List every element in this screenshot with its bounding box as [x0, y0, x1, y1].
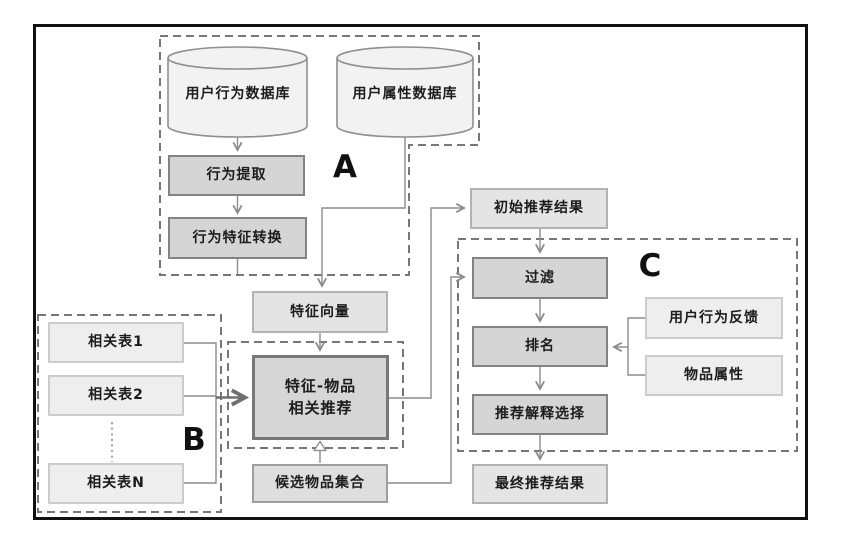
edge-feedback-bracket [627, 317, 645, 376]
node-related-table-2: 相关表2 [48, 375, 184, 416]
node-related-table-1: 相关表1 [48, 322, 184, 363]
edge-relatedtables-bus [184, 342, 217, 484]
edge-featureitem-initial [389, 203, 466, 399]
dashed-region-c [457, 238, 798, 452]
node-candidate-item-set: 候选物品集合 [252, 464, 388, 503]
edge-attributedb-featurevector [317, 137, 406, 288]
section-label-c: C [638, 248, 662, 284]
edge-candidate-filter [388, 272, 466, 484]
node-user-behavior-feedback: 用户行为反馈 [645, 297, 783, 339]
db-user-attribute-label: 用户属性数据库 [352, 85, 458, 102]
cylinder-user-behavior-db [167, 46, 308, 138]
node-related-table-n: 相关表N [48, 463, 184, 504]
dashed-region-a [159, 35, 480, 276]
cylinder-user-attribute-db [336, 46, 474, 138]
node-ranking: 排名 [472, 326, 608, 367]
node-final-recommendation-results: 最终推荐结果 [472, 464, 608, 504]
node-behavior-extraction: 行为提取 [168, 155, 305, 196]
dashed-region-b [37, 314, 222, 513]
dashed-region-feature-item [227, 341, 404, 449]
node-filter: 过滤 [472, 257, 608, 299]
figure-border [33, 24, 808, 520]
node-feature-vector: 特征向量 [252, 291, 388, 333]
section-label-b: B [182, 422, 206, 458]
db-user-behavior-label: 用户行为数据库 [185, 85, 291, 102]
node-behavior-feature-conversion: 行为特征转换 [168, 217, 307, 259]
hollow-arrowhead-up [313, 440, 327, 452]
section-label-a: A [333, 149, 357, 185]
node-item-attributes: 物品属性 [645, 355, 783, 396]
node-feature-item-recommendation: 特征-物品 相关推荐 [252, 355, 389, 440]
node-explanation-selection: 推荐解释选择 [472, 394, 608, 435]
node-initial-recommendation-results: 初始推荐结果 [470, 188, 608, 229]
